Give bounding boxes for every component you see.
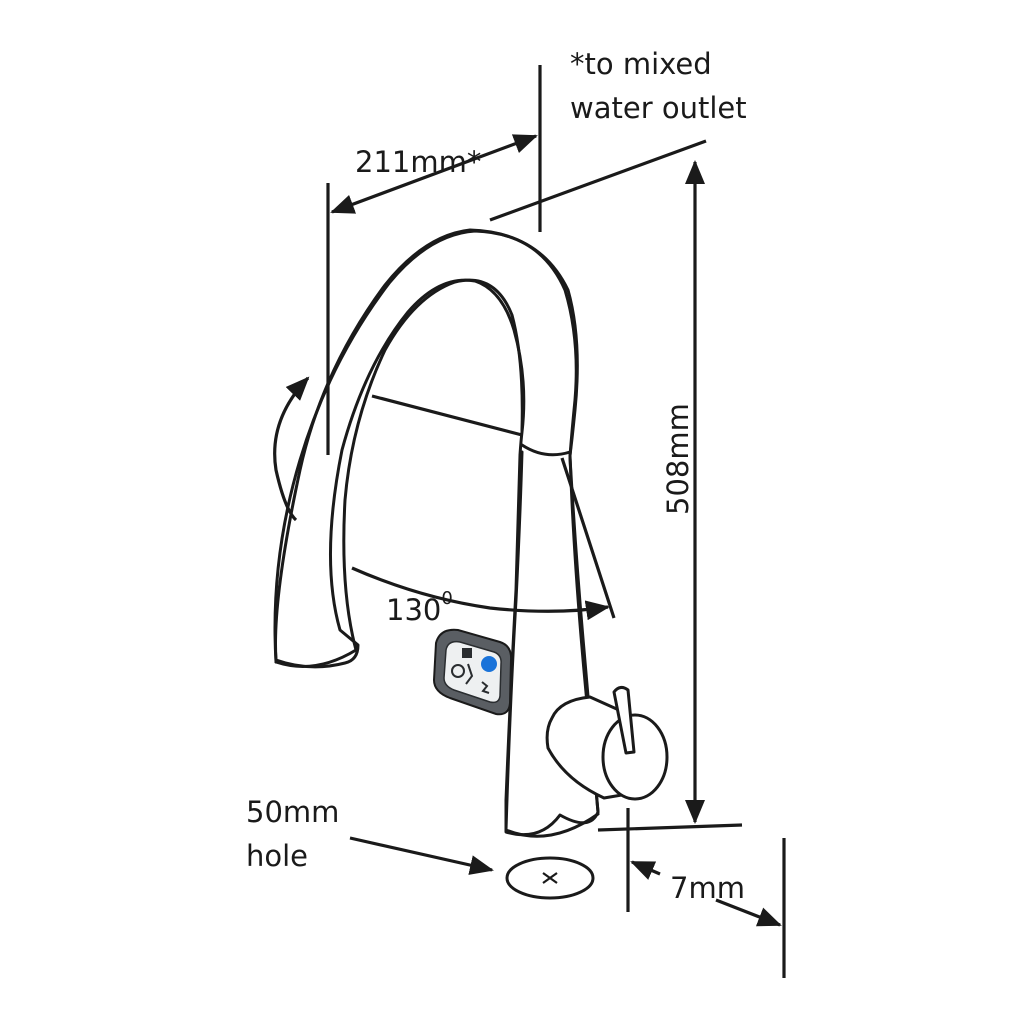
projection-arrow-right <box>715 898 782 927</box>
hole-pointer-arrow <box>349 836 494 875</box>
spout-outer-edge <box>273 229 578 664</box>
lever-stem <box>612 685 636 755</box>
height-label: 508mm <box>661 403 695 515</box>
degree-mark: 0 <box>441 588 452 609</box>
dimension-lines <box>273 65 786 978</box>
hole-label-line-2: hole <box>246 839 308 873</box>
control-panel <box>432 628 513 716</box>
tap-button-icon <box>465 663 474 685</box>
base-reference-line <box>597 823 743 832</box>
cycle-button-icon <box>451 664 465 678</box>
swivel-arc-bottom <box>351 566 610 621</box>
column-left-edge <box>504 450 524 832</box>
swivel-arc-left <box>273 376 310 522</box>
note-line-1: *to mixed <box>570 47 712 81</box>
spray-button-icon <box>481 681 490 694</box>
spout-inner-edge <box>342 278 524 652</box>
grid-button-icon <box>462 648 472 658</box>
projection-arrow-left <box>630 860 661 880</box>
swivel-reference-line-2 <box>560 457 616 619</box>
swivel-label: 1300 <box>386 588 453 627</box>
mounting-hole <box>505 856 595 900</box>
note-line-2: water outlet <box>570 91 747 125</box>
handle-cap <box>601 713 669 801</box>
spout-top-reference-line <box>489 139 707 222</box>
column-split-line <box>520 443 572 457</box>
swivel-reference-line-1 <box>371 394 523 437</box>
column-base <box>504 812 600 838</box>
reach-label: 211mm* <box>355 145 481 179</box>
spout-nozzle-bottom <box>274 648 358 668</box>
projection-label: 7mm <box>670 871 745 905</box>
reach-dimension-line <box>330 134 538 214</box>
hole-label-line-1: 50mm <box>246 795 339 829</box>
blue-indicator-icon <box>481 656 497 672</box>
lever-handle <box>545 685 669 801</box>
hole-center-cross-icon <box>542 872 558 884</box>
